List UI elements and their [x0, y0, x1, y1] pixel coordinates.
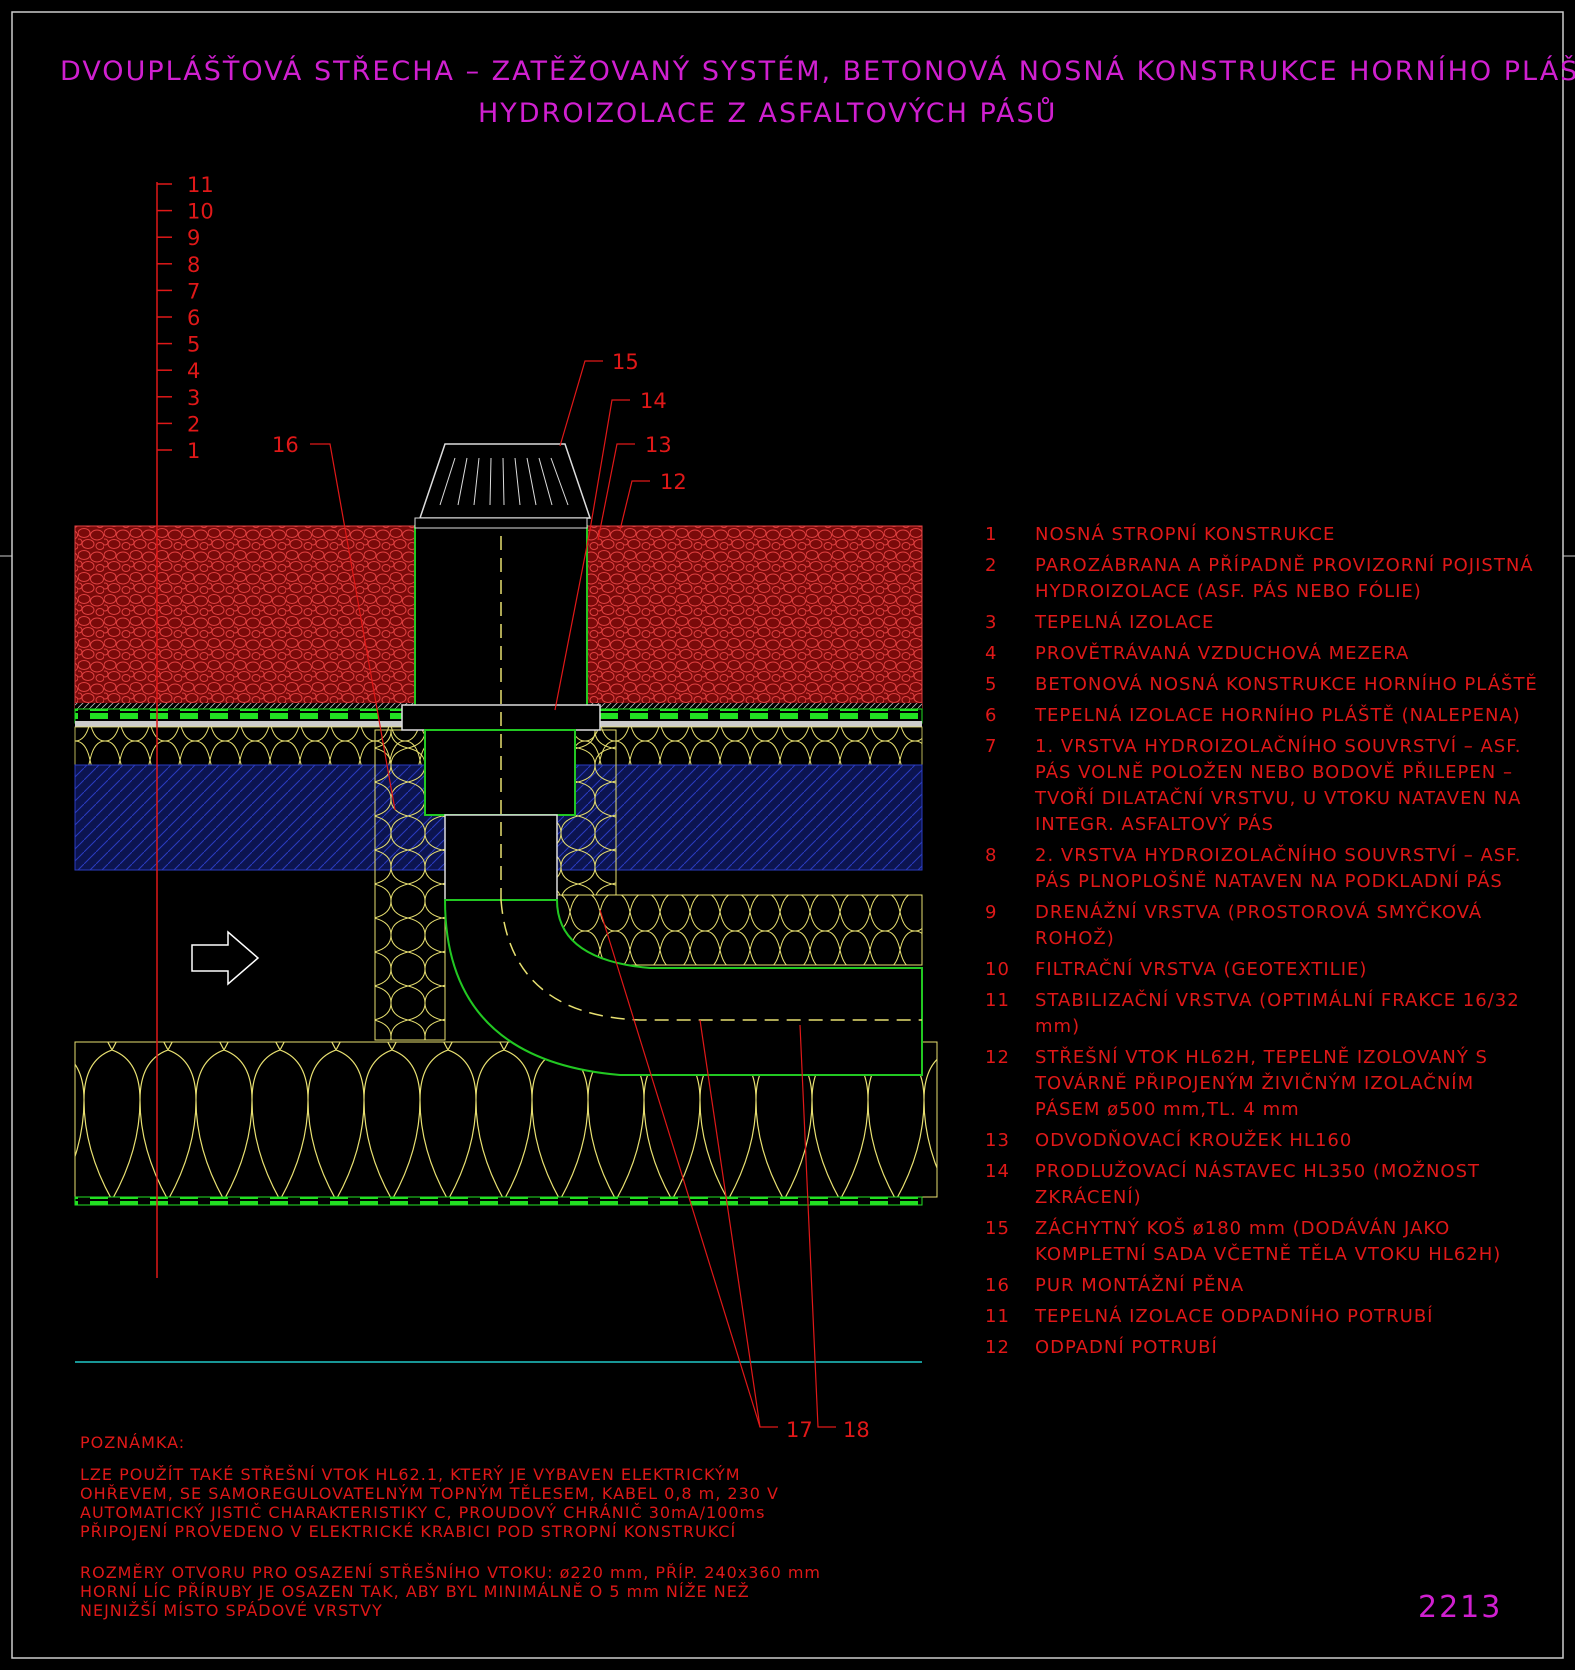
legend-text: PRODLUŽOVACÍ NÁSTAVEC HL350 (MOŽNOST ZKR… [1035, 1161, 1481, 1208]
layer-scale-label: 4 [187, 359, 200, 383]
legend-text: PAROZÁBRANA A PŘÍPADNĚ PROVIZORNÍ POJIST… [1035, 555, 1534, 602]
legend-row: 15 ZÁCHYTNÝ KOŠ ø180 mm (DODÁVÁN JAKO KOM… [985, 1216, 1545, 1268]
layer-scale-label: 9 [187, 226, 200, 250]
legend-number: 14 [985, 1161, 1010, 1182]
legend-row: 6 TEPELNÁ IZOLACE HORNÍHO PLÁŠTĚ (NALEPEN… [985, 703, 1545, 729]
strainer-ribs [439, 457, 569, 506]
legend-number: 7 [985, 736, 998, 757]
legend-row: 11 TEPELNÁ IZOLACE ODPADNÍHO POTRUBÍ [985, 1304, 1545, 1330]
layer-scale-label: 2 [187, 412, 200, 436]
legend-number: 16 [985, 1275, 1010, 1296]
legend-row: 8 2. VRSTVA HYDROIZOLAČNÍHO SOUVRSTVÍ – A… [985, 843, 1545, 895]
drain-neck [424, 729, 576, 816]
legend-row: 12 STŘEŠNÍ VTOK HL62H, TEPELNĚ IZOLOVANÝ … [985, 1045, 1545, 1123]
legend-number: 2 [985, 555, 998, 576]
layer-scale-label: 3 [187, 386, 200, 410]
legend-row: 4 PROVĚTRÁVANÁ VZDUCHOVÁ MEZERA [985, 641, 1545, 667]
legend-row: 14 PRODLUŽOVACÍ NÁSTAVEC HL350 (MOŽNOST Z… [985, 1159, 1545, 1211]
legend-row: 11 STABILIZAČNÍ VRSTVA (OPTIMÁLNÍ FRAKCE … [985, 988, 1545, 1040]
legend-text: ZÁCHYTNÝ KOŠ ø180 mm (DODÁVÁN JAKO KOMPL… [1035, 1218, 1502, 1265]
legend-text: NOSNÁ STROPNÍ KONSTRUKCE [1035, 524, 1336, 545]
legend-number: 9 [985, 902, 998, 923]
drain-body [414, 525, 588, 717]
layer-scale-ticks: 11 109 87 6 54 32 1 [157, 173, 214, 463]
callout-16: 16 [272, 433, 299, 457]
vapour-barrier-layer [74, 1196, 923, 1206]
note-paragraph-1: LZE POUŽÍT TAKÉ STŘEŠNÍ VTOK HL62.1, KTE… [80, 1465, 779, 1541]
legend-text: PUR MONTÁŽNÍ PĚNA [1035, 1275, 1245, 1296]
legend-number: 4 [985, 643, 998, 664]
direction-arrow [191, 930, 260, 986]
callout-12: 12 [660, 470, 687, 494]
drawing-frame [11, 11, 1564, 1659]
legend-text: PROVĚTRÁVANÁ VZDUCHOVÁ MEZERA [1035, 643, 1410, 664]
legend-number: 1 [985, 524, 998, 545]
legend-text: STABILIZAČNÍ VRSTVA (OPTIMÁLNÍ FRAKCE 16… [1035, 990, 1520, 1037]
callout-13: 13 [645, 433, 672, 457]
strainer-rim [414, 517, 588, 529]
layer-scale-label: 5 [187, 333, 200, 357]
legend-number: 10 [985, 959, 1010, 980]
legend-text: ODVODŇOVACÍ KROUŽEK HL160 [1035, 1130, 1353, 1151]
legend-number: 6 [985, 705, 998, 726]
legend-list: 1 NOSNÁ STROPNÍ KONSTRUKCE 2 PAROZÁBRANA A … [985, 522, 1545, 1366]
legend-text: ODPADNÍ POTRUBÍ [1035, 1337, 1218, 1358]
drain-axis-curve [500, 899, 922, 1021]
legend-text: 2. VRSTVA HYDROIZOLAČNÍHO SOUVRSTVÍ – AS… [1035, 845, 1522, 892]
layer-scale-label: 10 [187, 200, 214, 224]
title-line-2: HYDROIZOLACE Z ASFALTOVÝCH PÁSŮ [478, 98, 1058, 129]
legend-text: TEPELNÁ IZOLACE HORNÍHO PLÁŠTĚ (NALEPENA… [1035, 705, 1521, 726]
layer-scale-label: 11 [187, 173, 214, 197]
legend-row: 16 PUR MONTÁŽNÍ PĚNA [985, 1273, 1545, 1299]
legend-number: 11 [985, 1306, 1010, 1327]
legend-number: 8 [985, 845, 998, 866]
layer-scale-label: 7 [187, 279, 200, 303]
legend-row: 13 ODVODŇOVACÍ KROUŽEK HL160 [985, 1128, 1545, 1154]
legend-text: STŘEŠNÍ VTOK HL62H, TEPELNĚ IZOLOVANÝ S … [1035, 1047, 1488, 1120]
legend-text: TEPELNÁ IZOLACE [1035, 612, 1215, 633]
legend-row: 2 PAROZÁBRANA A PŘÍPADNĚ PROVIZORNÍ POJIS… [985, 553, 1545, 605]
callout-17: 17 [786, 1418, 813, 1442]
pipe-insulation-horizontal [554, 894, 923, 966]
callout-14: 14 [640, 389, 667, 413]
legend-text: BETONOVÁ NOSNÁ KONSTRUKCE HORNÍHO PLÁŠTĚ [1035, 674, 1538, 695]
drawing-number: 2213 [1418, 1590, 1503, 1625]
note-paragraph-2: ROZMĚRY OTVORU PRO OSAZENÍ STŘEŠNÍHO VTO… [80, 1563, 822, 1620]
legend-row: 1 NOSNÁ STROPNÍ KONSTRUKCE [985, 522, 1545, 548]
legend-row: 3 TEPELNÁ IZOLACE [985, 610, 1545, 636]
layer-scale-label: 1 [187, 439, 200, 463]
legend-number: 12 [985, 1047, 1010, 1068]
strainer-basket [418, 443, 592, 519]
legend-text: FILTRAČNÍ VRSTVA (GEOTEXTILIE) [1035, 959, 1368, 980]
legend-row: 10 FILTRAČNÍ VRSTVA (GEOTEXTILIE) [985, 957, 1545, 983]
layer-scale-label: 6 [187, 306, 200, 330]
legend-text: TEPELNÁ IZOLACE ODPADNÍHO POTRUBÍ [1035, 1306, 1434, 1327]
note-heading: POZNÁMKA: [80, 1433, 186, 1452]
legend-row: 12 ODPADNÍ POTRUBÍ [985, 1335, 1545, 1361]
legend-text: DRENÁŽNÍ VRSTVA (PROSTOROVÁ SMYČKOVÁ ROH… [1035, 902, 1483, 949]
legend-row: 5 BETONOVÁ NOSNÁ KONSTRUKCE HORNÍHO PLÁŠT… [985, 672, 1545, 698]
legend-number: 5 [985, 674, 998, 695]
title-line-1: DVOUPLÁŠŤOVÁ STŘECHA – ZATĚŽOVANÝ SYSTÉM… [60, 56, 1575, 87]
drain-elbow [443, 899, 923, 1076]
layer-scale-label: 8 [187, 253, 200, 277]
legend-number: 11 [985, 990, 1010, 1011]
legend-number: 15 [985, 1218, 1010, 1239]
callout-15: 15 [612, 350, 639, 374]
legend-row: 7 1. VRSTVA HYDROIZOLAČNÍHO SOUVRSTVÍ – A… [985, 734, 1545, 838]
legend-row: 9 DRENÁŽNÍ VRSTVA (PROSTOROVÁ SMYČKOVÁ RO… [985, 900, 1545, 952]
legend-number: 12 [985, 1337, 1010, 1358]
leader-lines [310, 360, 836, 1428]
legend-number: 13 [985, 1130, 1010, 1151]
callout-18: 18 [843, 1418, 870, 1442]
legend-text: 1. VRSTVA HYDROIZOLAČNÍHO SOUVRSTVÍ – AS… [1035, 736, 1522, 835]
legend-number: 3 [985, 612, 998, 633]
